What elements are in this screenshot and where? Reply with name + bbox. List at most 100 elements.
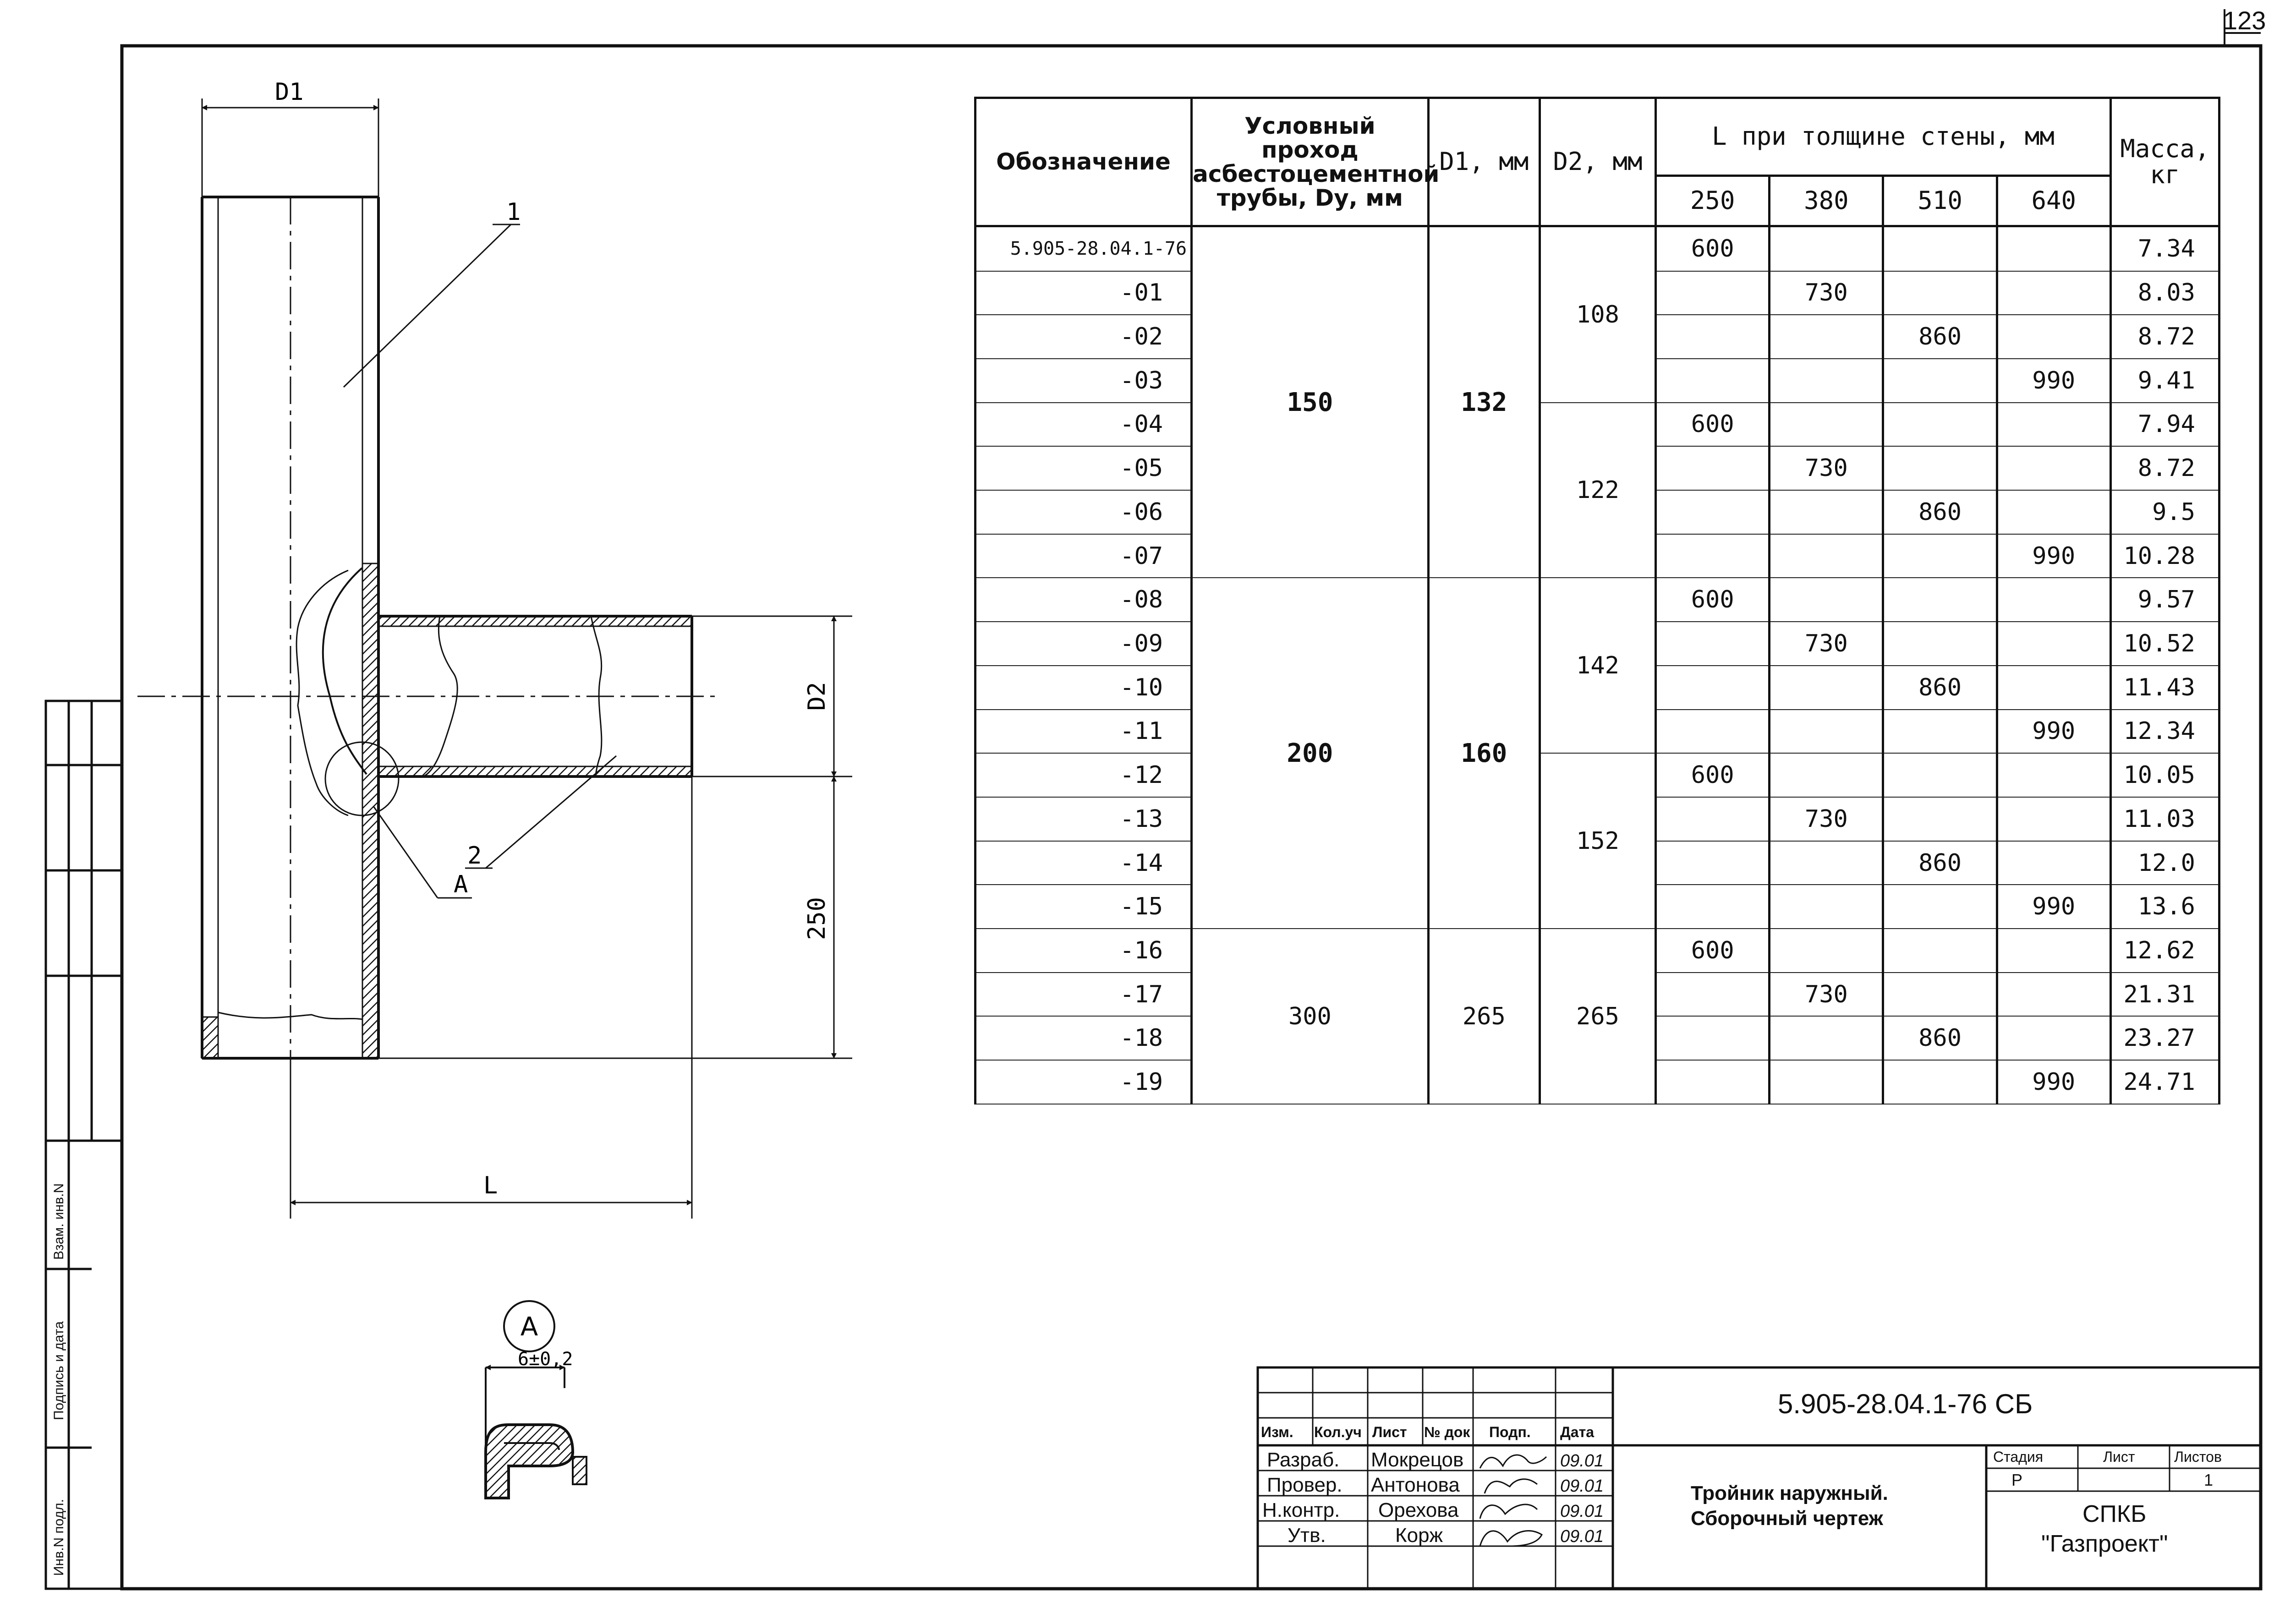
cell-d2: 265	[1538, 928, 1657, 1105]
cell-designation: -14	[974, 840, 1193, 886]
cell-l640: 990	[1995, 1060, 2112, 1105]
cell-designation: -01	[974, 270, 1193, 316]
cell-l250	[1655, 972, 1771, 1017]
cell-l510: 860	[1882, 490, 1998, 535]
cell-l380	[1768, 665, 1885, 710]
cell-designation: -06	[974, 490, 1193, 535]
col-date: Дата	[1560, 1424, 1595, 1440]
dim-d2-label: D2	[803, 682, 831, 711]
cell-l250	[1655, 665, 1771, 710]
cell-l380	[1768, 314, 1885, 359]
cell-designation: -07	[974, 533, 1193, 579]
cell-l380	[1768, 840, 1885, 886]
header-mass: Масса, кг	[2109, 97, 2221, 227]
cell-mass: 12.34	[2109, 709, 2221, 754]
cell-l250	[1655, 796, 1771, 842]
cell-l250	[1655, 840, 1771, 886]
cell-l510	[1882, 928, 1998, 973]
cell-d2: 152	[1538, 753, 1657, 930]
cell-l250	[1655, 1016, 1771, 1061]
cell-l380: 730	[1768, 796, 1885, 842]
dim-250-label: 250	[803, 897, 831, 940]
cell-designation: -11	[974, 709, 1193, 754]
cell-l640	[1995, 796, 2112, 842]
cell-mass: 23.27	[2109, 1016, 2221, 1061]
cell-l380	[1768, 577, 1885, 623]
cell-l380	[1768, 753, 1885, 798]
cell-l380	[1768, 490, 1885, 535]
detail-a-label: A	[521, 1312, 538, 1342]
cell-l380	[1768, 1016, 1885, 1061]
cell-designation: -15	[974, 884, 1193, 930]
side-inv-orig: Инв.N подл.	[51, 1498, 66, 1576]
cell-mass: 13.6	[2109, 884, 2221, 930]
cell-mass: 8.03	[2109, 270, 2221, 316]
cell-designation: -05	[974, 446, 1193, 491]
stage-value: Р	[2011, 1471, 2023, 1489]
cell-l640	[1995, 753, 2112, 798]
cell-mass: 8.72	[2109, 314, 2221, 359]
header-designation: Обозначение	[974, 97, 1193, 227]
signer-date: 09.01	[1560, 1502, 1604, 1521]
cell-l380	[1768, 884, 1885, 930]
cell-mass: 21.31	[2109, 972, 2221, 1017]
page-number: 123	[2223, 6, 2266, 35]
header-l-group: L при толщине стены, мм	[1655, 97, 2112, 177]
cell-designation: -03	[974, 358, 1193, 403]
cell-mass: 10.05	[2109, 753, 2221, 798]
cell-l250	[1655, 884, 1771, 930]
table-row: -07 990 10.28	[974, 533, 2221, 579]
cell-designation: -09	[974, 621, 1193, 666]
leader-label-1: 1	[506, 198, 521, 226]
cell-l250	[1655, 490, 1771, 535]
cell-l250: 600	[1655, 753, 1771, 798]
cell-l510	[1882, 225, 1998, 272]
cell-l510	[1882, 753, 1998, 798]
cell-l510	[1882, 884, 1998, 930]
dim-l-label: L	[483, 1172, 498, 1199]
col-kol-uch: Кол.уч	[1314, 1424, 1362, 1440]
cell-l640	[1995, 840, 2112, 886]
cell-designation: -18	[974, 1016, 1193, 1061]
cell-l250	[1655, 358, 1771, 403]
cell-l510	[1882, 446, 1998, 491]
cell-l640	[1995, 314, 2112, 359]
table-row: -08 200 160 142 600 9.57	[974, 577, 2221, 930]
col-list: Лист	[1372, 1424, 1407, 1440]
cell-designation: -10	[974, 665, 1193, 710]
cell-l510	[1882, 402, 1998, 447]
cell-l250: 600	[1655, 928, 1771, 973]
signer-date: 09.01	[1560, 1451, 1604, 1471]
cell-designation: -16	[974, 928, 1193, 973]
cell-l640	[1995, 270, 2112, 316]
table-row: -14 860 12.0	[974, 840, 2221, 886]
cell-mass: 8.72	[2109, 446, 2221, 491]
cell-mass: 9.41	[2109, 358, 2221, 403]
sheets-value: 1	[2204, 1471, 2214, 1489]
cell-l510	[1882, 972, 1998, 1017]
doc-code: 5.905-28.04.1-76 СБ	[1778, 1389, 2033, 1419]
cell-d1: 132	[1427, 225, 1541, 579]
detail-a-dim: 6±0,2	[518, 1349, 573, 1370]
table-row: -04 122 600 7.94	[974, 402, 2221, 579]
cell-dy: 200	[1190, 577, 1430, 930]
cell-l380: 730	[1768, 270, 1885, 316]
cell-d1: 265	[1427, 928, 1541, 1105]
cell-l380	[1768, 533, 1885, 579]
cell-l510	[1882, 358, 1998, 403]
cell-l640	[1995, 665, 2112, 710]
col-doc-no: № док	[1424, 1424, 1470, 1440]
cell-mass: 10.28	[2109, 533, 2221, 579]
signer-name: Орехова	[1378, 1499, 1459, 1521]
cell-l510	[1882, 621, 1998, 666]
cell-l510	[1882, 533, 1998, 579]
cell-l510	[1882, 796, 1998, 842]
table-row: -09 730 10.52	[974, 621, 2221, 666]
cell-mass: 12.62	[2109, 928, 2221, 973]
col-izm: Изм.	[1261, 1424, 1293, 1440]
header-wall-250: 250	[1655, 175, 1771, 227]
cell-l510	[1882, 709, 1998, 754]
cell-d1: 160	[1427, 577, 1541, 930]
cell-l510	[1882, 1060, 1998, 1105]
cell-l510: 860	[1882, 840, 1998, 886]
